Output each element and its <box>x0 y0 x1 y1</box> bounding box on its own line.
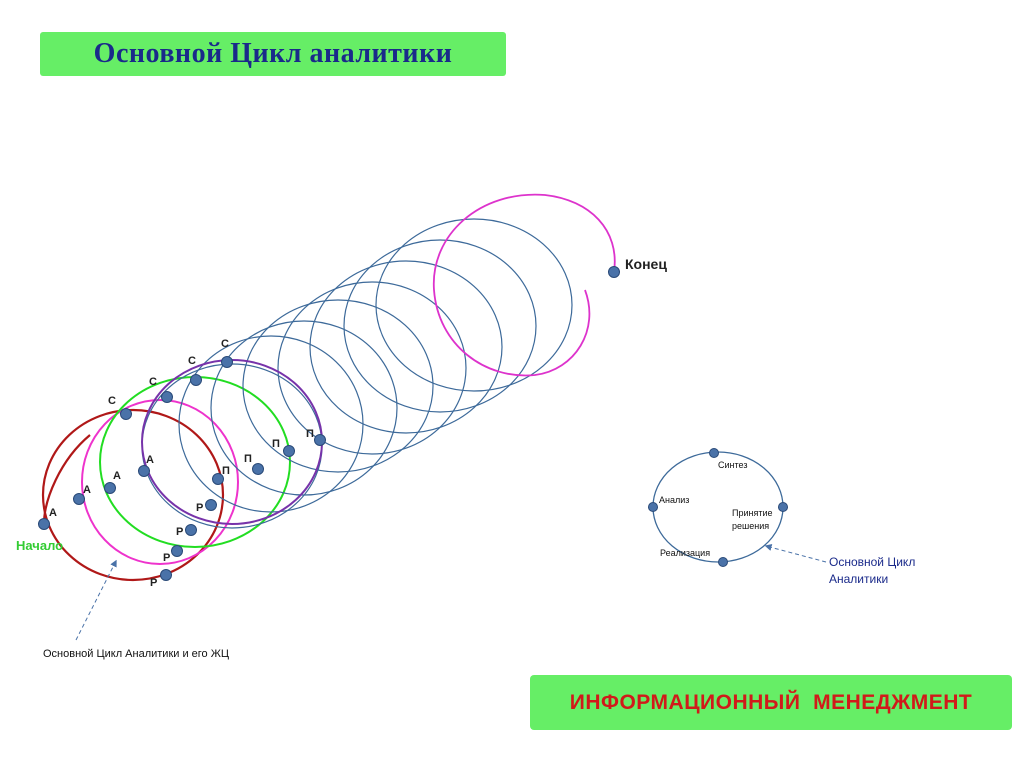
spiral-loop <box>99 376 291 548</box>
small-cycle-caption-line2: Аналитики <box>829 572 888 586</box>
spiral-node <box>252 463 264 475</box>
small-cycle: Синтез Анализ Принятие решения Реализаци… <box>648 448 915 586</box>
title-banner: Основной Цикл аналитики <box>40 32 506 76</box>
label-p-4: П <box>306 428 314 440</box>
spiral-node <box>73 493 85 505</box>
page-title: Основной Цикл аналитики <box>93 38 453 69</box>
spiral-node <box>185 524 197 536</box>
spiral-end-loop <box>433 193 616 377</box>
node-synthesis <box>709 448 719 458</box>
footer-banner: ИНФОРМАЦИОННЫЙ МЕНЕДЖМЕНТ <box>530 675 1012 730</box>
label-r-3: Р <box>163 552 170 564</box>
spiral-point-labels: А А А А С С С С П П П П Р Р Р Р <box>49 338 314 589</box>
node-decision <box>778 502 788 512</box>
spiral-loop <box>309 260 503 434</box>
label-r-1: Р <box>196 502 203 514</box>
label-a-2: А <box>83 484 91 496</box>
small-cycle-arrow <box>764 544 827 563</box>
stage-decision-line1: Принятие <box>732 508 773 518</box>
spiral-node <box>171 545 183 557</box>
spiral-loop <box>343 239 537 413</box>
spiral-loop <box>210 320 398 496</box>
spiral-node <box>104 482 116 494</box>
node-realization <box>718 557 728 567</box>
caption-arrow <box>75 559 117 641</box>
spiral-loop <box>41 408 225 582</box>
spiral-node <box>190 374 202 386</box>
label-p-1: П <box>222 465 230 477</box>
spiral-node <box>160 569 172 581</box>
start-label: Начало <box>16 538 63 553</box>
stage-realization: Реализация <box>660 548 710 558</box>
spiral-node <box>205 499 217 511</box>
footer-title: ИНФОРМАЦИОННЫЙ МЕНЕДЖМЕНТ <box>569 690 973 714</box>
small-cycle-caption-line1: Основной Цикл <box>829 555 915 569</box>
label-p-3: П <box>272 438 280 450</box>
spiral-loop <box>81 399 239 565</box>
label-a-1: А <box>49 507 57 519</box>
spiral-nodes <box>38 266 620 581</box>
label-r-2: Р <box>176 526 183 538</box>
label-s-4: С <box>221 338 229 350</box>
node-analysis <box>648 502 658 512</box>
spiral-node <box>38 518 50 530</box>
label-s-2: С <box>149 376 157 388</box>
label-p-2: П <box>244 453 252 465</box>
spiral-node <box>221 356 233 368</box>
spiral-node <box>212 473 224 485</box>
spiral-loops <box>41 193 616 582</box>
spiral-node <box>138 465 150 477</box>
label-r-4: Р <box>150 577 157 589</box>
spiral-loop <box>242 299 434 473</box>
label-a-3: А <box>113 470 121 482</box>
spiral-node <box>608 266 620 278</box>
spiral-node <box>314 434 326 446</box>
spiral-caption: Основной Цикл Аналитики и его ЖЦ <box>43 648 229 660</box>
stage-analysis: Анализ <box>659 495 689 505</box>
spiral-node <box>283 445 295 457</box>
spiral-loop <box>277 281 467 455</box>
stage-decision-line2: решения <box>732 521 769 531</box>
spiral-node <box>120 408 132 420</box>
label-s-3: С <box>188 355 196 367</box>
end-label: Конец <box>625 256 667 272</box>
stage-synthesis: Синтез <box>718 460 747 470</box>
label-a-4: А <box>146 454 154 466</box>
spiral-node <box>161 391 173 403</box>
spiral-loop <box>375 218 573 392</box>
label-s-1: С <box>108 395 116 407</box>
spiral-start-tail <box>42 434 91 525</box>
